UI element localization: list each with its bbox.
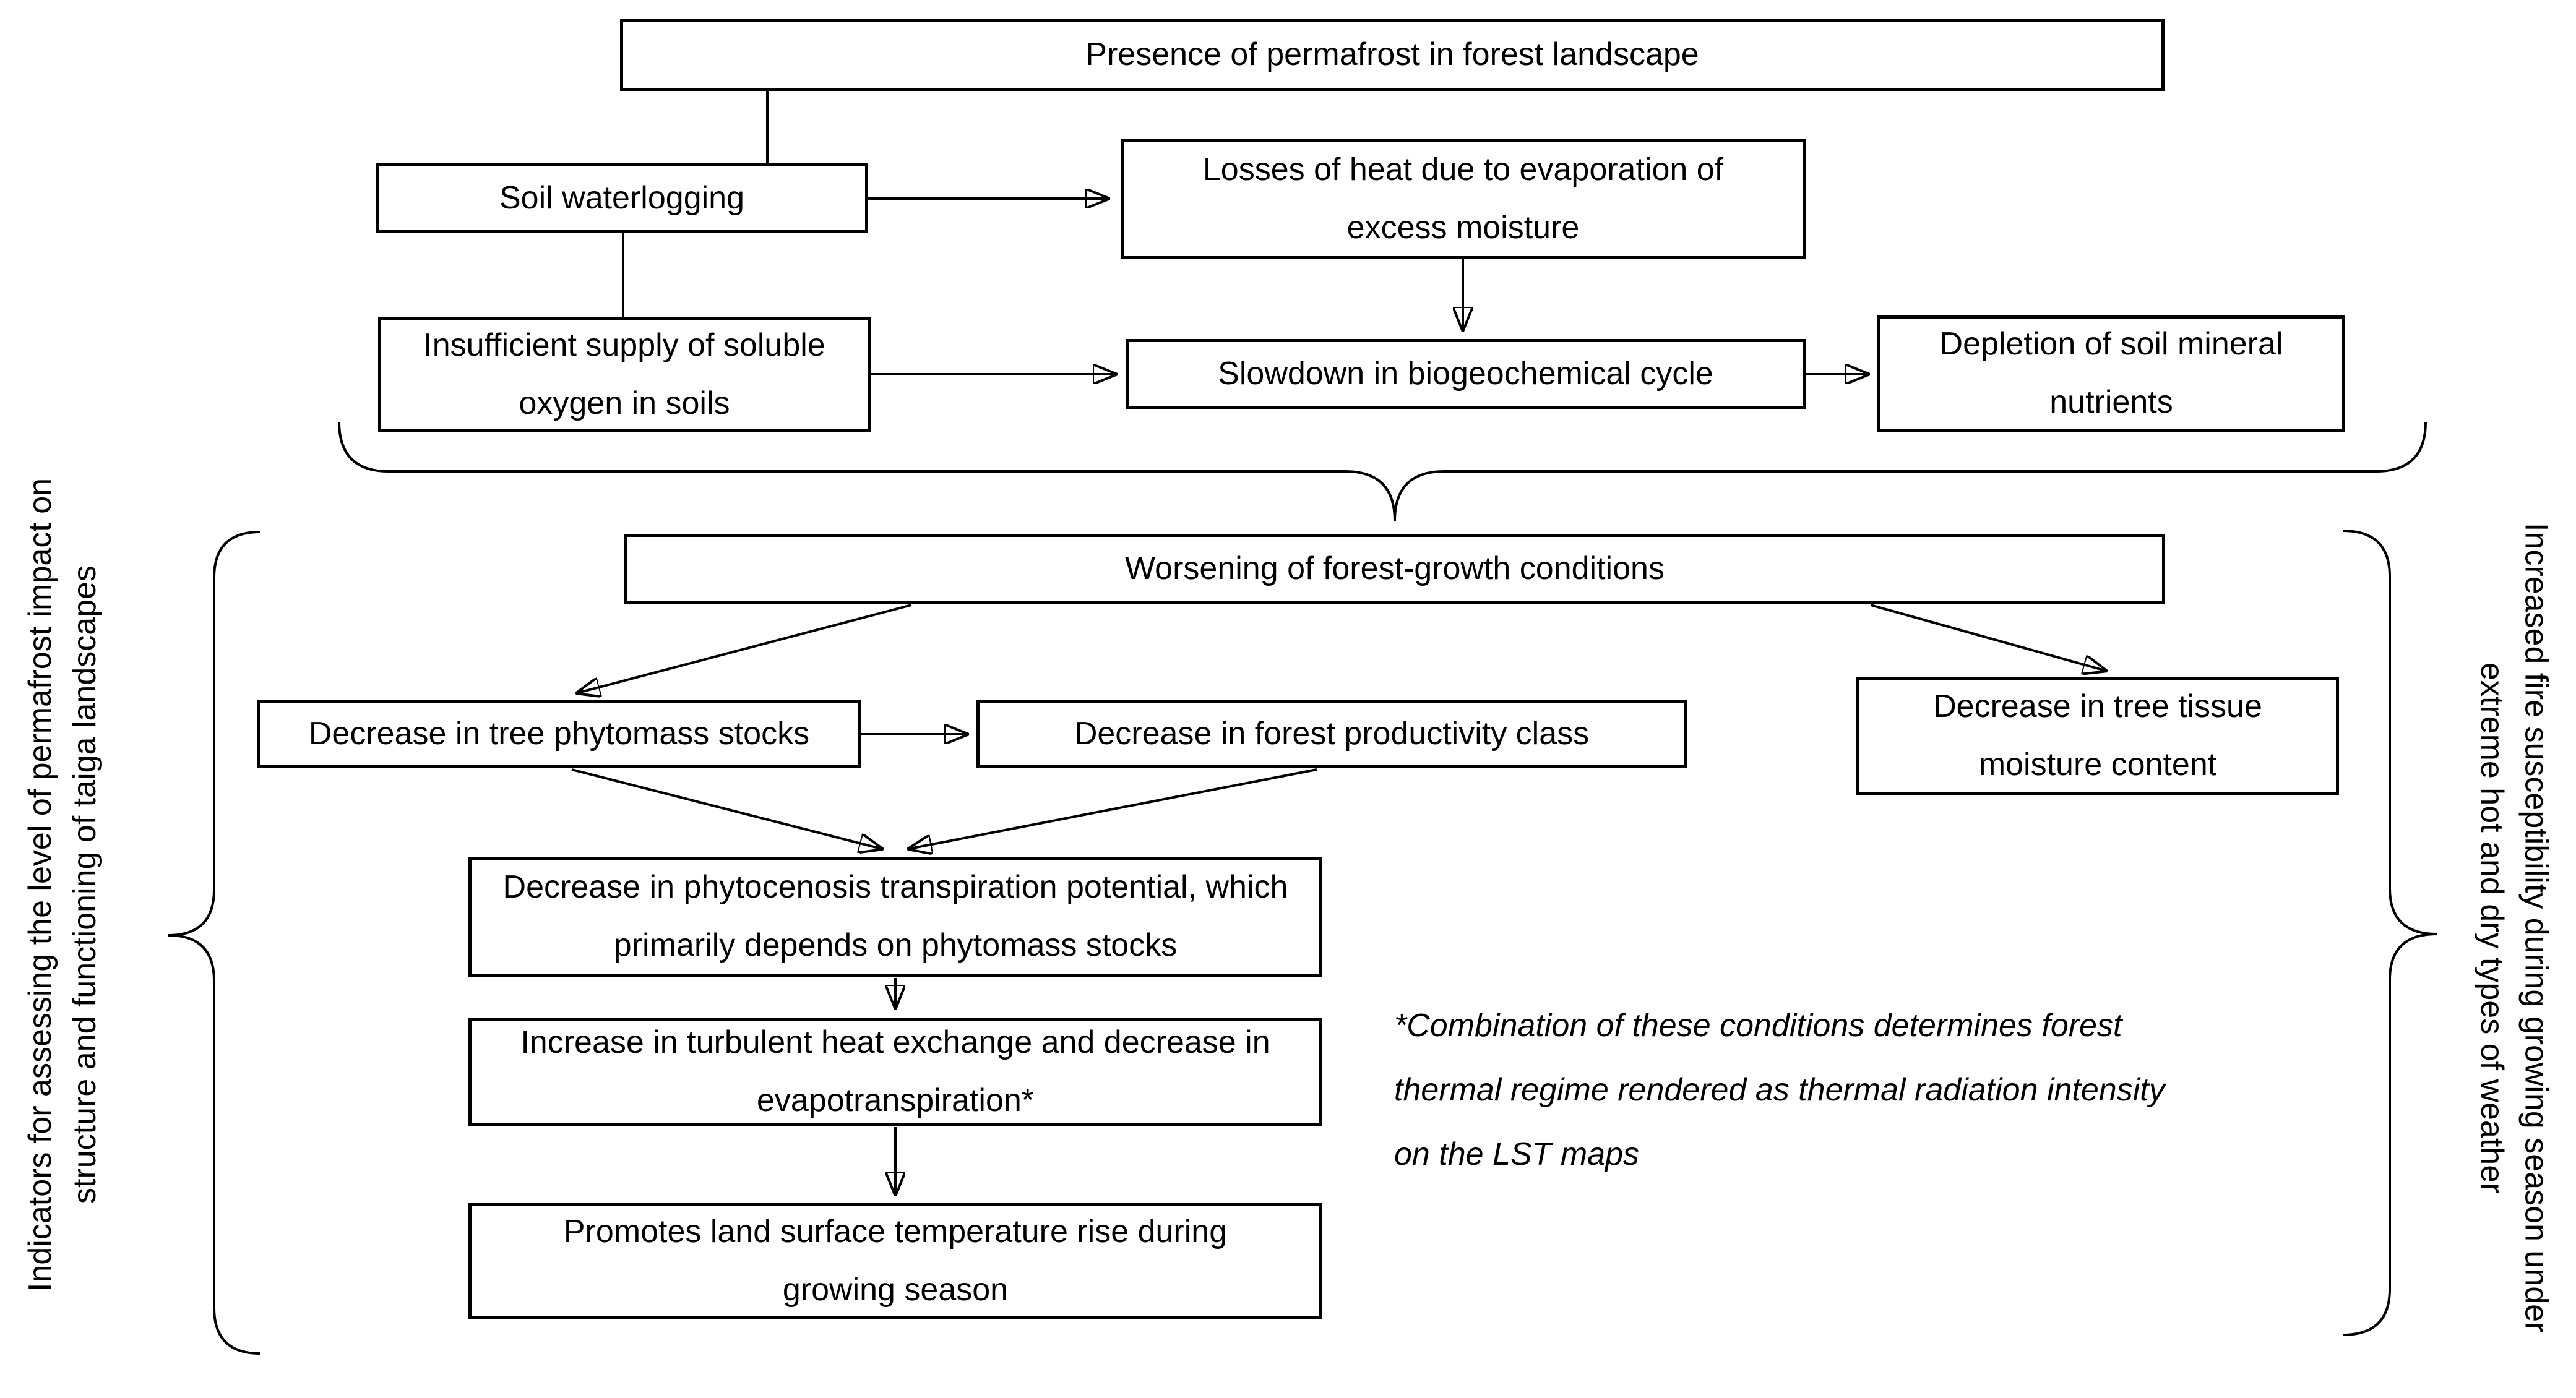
box-slowdown-label: Slowdown in biogeochemical cycle <box>1218 355 1713 392</box>
side-label-right-line2: extreme hot and dry types of weather <box>2473 662 2510 1194</box>
box-presence-label: Presence of permafrost in forest landsca… <box>1085 36 1699 72</box>
box-phytomass-label: Decrease in tree phytomass stocks <box>308 716 810 752</box>
box-insufficient-oxygen-label: Insufficient supply of soluble oxygen in… <box>423 327 825 421</box>
brace-right <box>2342 530 2437 1336</box>
box-depletion: Depletion of soil mineral nutrients <box>1877 315 2345 432</box>
side-label-right: Increased fire susceptibility during gro… <box>2469 458 2558 1398</box>
box-transpiration-label: Decrease in phytocenosis transpiration p… <box>502 869 1288 963</box>
box-soil-waterlogging-label: Soil waterlogging <box>499 179 745 216</box>
side-label-left-line1: Indicators for assessing the level of pe… <box>22 478 58 1292</box>
side-label-right-line1: Increased fire susceptibility during gro… <box>2518 523 2554 1333</box>
box-heat-losses-label: Losses of heat due to evaporation of exc… <box>1202 151 1724 246</box>
box-presence: Presence of permafrost in forest landsca… <box>620 19 2165 91</box>
box-tissue-moisture-label: Decrease in tree tissue moisture content <box>1933 688 2262 783</box>
box-depletion-label: Depletion of soil mineral nutrients <box>1939 326 2283 420</box>
box-worsening: Worsening of forest-growth conditions <box>624 534 2165 604</box>
arrow-productivity-to-transpiration <box>910 768 1317 849</box>
arrow-worsening-to-phytomass <box>578 604 912 693</box>
footnote-line1: *Combination of these conditions determi… <box>1394 1008 2122 1044</box>
arrow-phytomass-to-transpiration <box>571 768 881 849</box>
box-transpiration: Decrease in phytocenosis transpiration p… <box>468 857 1322 977</box>
brace-top-section <box>338 421 2427 521</box>
box-productivity: Decrease in forest productivity class <box>976 700 1687 768</box>
side-label-left: Indicators for assessing the level of pe… <box>19 402 108 1367</box>
side-label-left-line2: structure and functioning of taiga lands… <box>66 565 103 1204</box>
box-phytomass: Decrease in tree phytomass stocks <box>257 700 861 768</box>
brace-left <box>168 531 261 1355</box>
box-heat-losses: Losses of heat due to evaporation of exc… <box>1121 139 1806 259</box>
box-lst-rise-label: Promotes land surface temperature rise d… <box>563 1213 1228 1308</box>
footnote: *Combination of these conditions determi… <box>1394 993 2384 1186</box>
footnote-line3: on the LST maps <box>1394 1136 1639 1172</box>
box-soil-waterlogging: Soil waterlogging <box>376 163 868 233</box>
box-lst-rise: Promotes land surface temperature rise d… <box>468 1203 1322 1319</box>
box-productivity-label: Decrease in forest productivity class <box>1074 716 1590 752</box>
footnote-line2: thermal regime rendered as thermal radia… <box>1394 1072 2165 1108</box>
arrow-worsening-to-tissue <box>1870 604 2105 671</box>
box-insufficient-oxygen: Insufficient supply of soluble oxygen in… <box>378 317 871 432</box>
box-tissue-moisture: Decrease in tree tissue moisture content <box>1856 677 2339 795</box>
box-turbulent-heat: Increase in turbulent heat exchange and … <box>468 1018 1322 1126</box>
box-turbulent-heat-label: Increase in turbulent heat exchange and … <box>520 1024 1270 1118</box>
box-worsening-label: Worsening of forest-growth conditions <box>1125 550 1665 586</box>
box-slowdown: Slowdown in biogeochemical cycle <box>1126 339 1806 409</box>
